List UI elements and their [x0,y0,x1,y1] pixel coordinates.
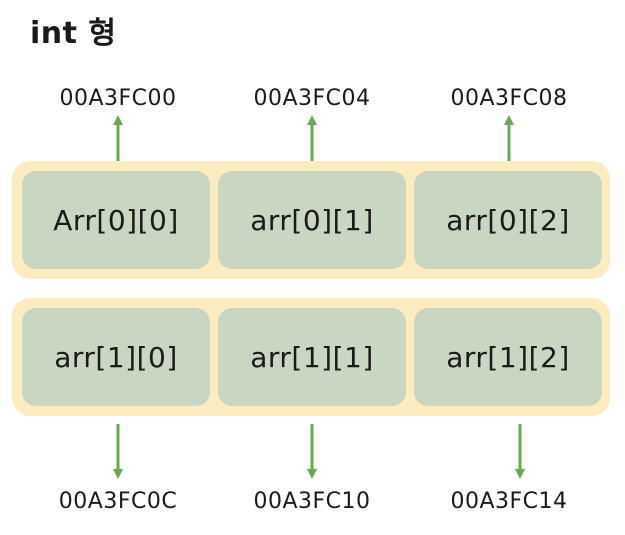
address-label-row1-col0: 00A3FC0C [58,489,178,514]
address-label-row0-col2: 00A3FC08 [450,86,568,111]
diagram-title: int 형 [30,16,117,51]
array-cell-1-1: arr[1][1] [218,308,406,406]
array-cell-1-0: arr[1][0] [22,308,210,406]
address-label-row0-col1: 00A3FC04 [253,86,371,111]
array-row-1: arr[1][0] arr[1][1] arr[1][2] [12,298,610,416]
array-cell-0-1: arr[0][1] [218,171,406,269]
array-cell-1-2: arr[1][2] [414,308,602,406]
array-cell-0-2: arr[0][2] [414,171,602,269]
address-label-row0-col0: 00A3FC00 [59,86,177,111]
address-label-row1-col2: 00A3FC14 [450,489,568,514]
array-cell-0-0: Arr[0][0] [22,171,210,269]
address-label-row1-col1: 00A3FC10 [253,489,371,514]
array-row-0: Arr[0][0] arr[0][1] arr[0][2] [12,161,610,279]
